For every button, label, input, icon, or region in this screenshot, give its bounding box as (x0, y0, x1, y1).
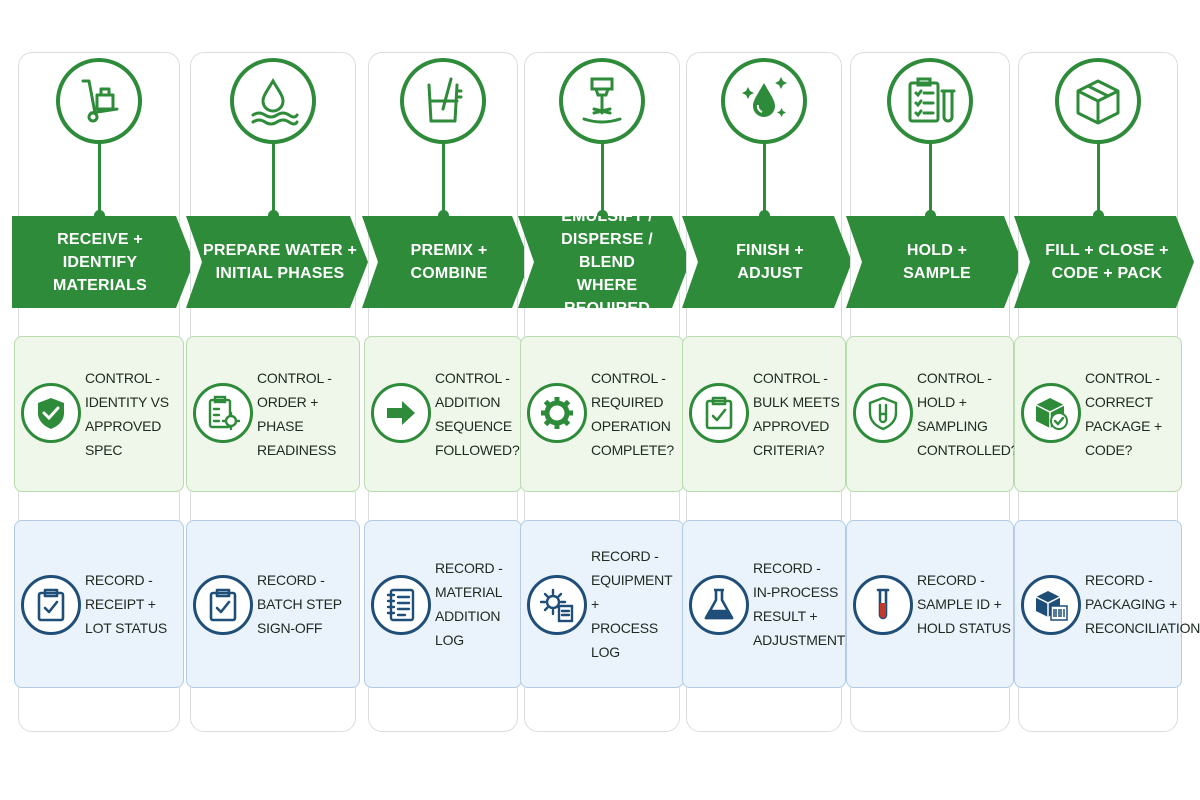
connector-stem (1092, 142, 1104, 221)
clipboard-check-icon (21, 575, 81, 635)
record-text: RECORD - IN-PROCESS RESULT + ADJUSTMENT (753, 560, 846, 648)
sparkle-drop-icon (721, 58, 807, 144)
box-check-icon (1021, 383, 1081, 443)
shield-test-tube-icon (853, 383, 913, 443)
record-box: RECORD - EQUIPMENT + PROCESS LOG (520, 520, 684, 688)
record-box: RECORD - BATCH STEP SIGN-OFF (186, 520, 360, 688)
hand-truck-icon (56, 58, 142, 144)
control-box: CONTROL - CORRECT PACKAGE + CODE? (1014, 336, 1182, 492)
clipboard-test-tube-icon (887, 58, 973, 144)
record-box: RECORD - PACKAGING + RECONCILIATION (1014, 520, 1200, 688)
box-icon (1055, 58, 1141, 144)
control-box: CONTROL - BULK MEETS APPROVED CRITERIA? (682, 336, 846, 492)
box-barcode-icon (1021, 575, 1081, 635)
test-tube-icon (853, 575, 913, 635)
beaker-icon (400, 58, 486, 144)
mixer-icon (559, 58, 645, 144)
connector-stem (924, 142, 936, 221)
record-text: RECORD - EQUIPMENT + PROCESS LOG (591, 548, 673, 660)
control-text: CONTROL - ADDITION SEQUENCE FOLLOWED? (435, 370, 520, 458)
control-text: CONTROL - BULK MEETS APPROVED CRITERIA? (753, 370, 840, 458)
connector-stem (93, 142, 105, 221)
control-box: CONTROL - REQUIRED OPERATION COMPLETE? (520, 336, 684, 492)
checklist-gear-icon (193, 383, 253, 443)
control-text: CONTROL - IDENTITY VS APPROVED SPEC (85, 370, 169, 458)
step-title-banner: PREPARE WATER + INITIAL PHASES (186, 216, 368, 308)
shield-check-icon (21, 383, 81, 443)
control-box: CONTROL - HOLD + SAMPLING CONTROLLED? (846, 336, 1019, 492)
connector-stem (437, 142, 449, 221)
connector-stem (596, 142, 608, 221)
connector-stem (267, 142, 279, 221)
step-title-banner: HOLD + SAMPLE (846, 216, 1022, 308)
flask-icon (689, 575, 749, 635)
record-box: RECORD - IN-PROCESS RESULT + ADJUSTMENT (682, 520, 846, 688)
connector-stem (758, 142, 770, 221)
step-title-banner: FILL + CLOSE + CODE + PACK (1014, 216, 1194, 308)
clipboard-check-icon (193, 575, 253, 635)
control-box: CONTROL - ADDITION SEQUENCE FOLLOWED? (364, 336, 522, 492)
record-text: RECORD - RECEIPT + LOT STATUS (85, 572, 168, 636)
record-text: RECORD - MATERIAL ADDITION LOG (435, 560, 503, 648)
control-box: CONTROL - IDENTITY VS APPROVED SPEC (14, 336, 184, 492)
control-box: CONTROL - ORDER + PHASE READINESS (186, 336, 360, 492)
logbook-icon (371, 575, 431, 635)
clipboard-check-icon (689, 383, 749, 443)
step-title-banner: PREMIX + COMBINE (362, 216, 530, 308)
record-box: RECORD - SAMPLE ID + HOLD STATUS (846, 520, 1014, 688)
water-drop-icon (230, 58, 316, 144)
arrow-right-icon (371, 383, 431, 443)
record-text: RECORD - PACKAGING + RECONCILIATION (1085, 572, 1200, 636)
gear-icon (527, 383, 587, 443)
control-text: CONTROL - REQUIRED OPERATION COMPLETE? (591, 370, 674, 458)
gear-document-icon (527, 575, 587, 635)
control-text: CONTROL - CORRECT PACKAGE + CODE? (1085, 370, 1162, 458)
record-box: RECORD - RECEIPT + LOT STATUS (14, 520, 184, 688)
step-title-banner: FINISH + ADJUST (682, 216, 852, 308)
record-text: RECORD - SAMPLE ID + HOLD STATUS (917, 572, 1011, 636)
record-box: RECORD - MATERIAL ADDITION LOG (364, 520, 522, 688)
record-text: RECORD - BATCH STEP SIGN-OFF (257, 572, 342, 636)
control-text: CONTROL - HOLD + SAMPLING CONTROLLED? (917, 370, 1019, 458)
control-text: CONTROL - ORDER + PHASE READINESS (257, 370, 337, 458)
step-title-banner: RECEIVE + IDENTIFY MATERIALS (12, 216, 194, 308)
step-title-banner: EMULSIFY / DISPERSE / BLEND WHERE REQUIR… (518, 216, 690, 308)
